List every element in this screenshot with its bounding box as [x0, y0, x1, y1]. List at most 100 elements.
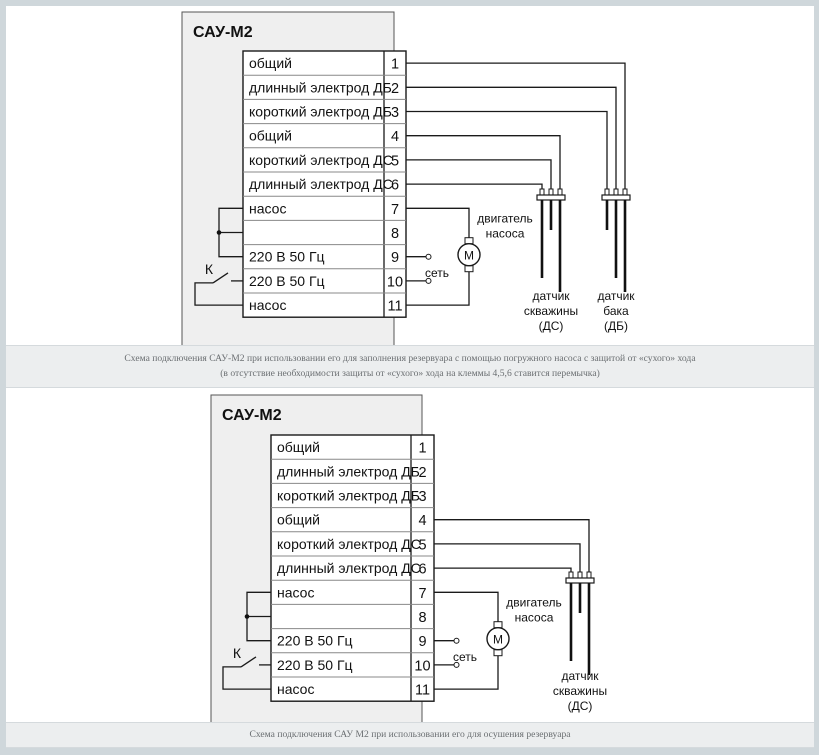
electrode-cap: [539, 188, 545, 196]
terminal-number: 1: [418, 441, 426, 457]
terminal-label: общий: [277, 439, 320, 455]
terminal-label: длинный электрод ДС: [249, 176, 393, 192]
motor-icon: [457, 242, 481, 267]
terminal-label: 220 В 50 Гц: [249, 273, 325, 289]
sensor-label: (ДБ): [604, 319, 628, 333]
terminal-number: 9: [391, 250, 399, 266]
sensor-wire: [406, 159, 552, 189]
motor-label: насоса: [515, 610, 554, 624]
electrode-cap: [586, 571, 592, 579]
mains-terminal: [453, 637, 460, 644]
sensor-label: датчик: [561, 669, 599, 683]
terminal-label: насос: [277, 681, 314, 697]
terminal-label: 220 В 50 Гц: [249, 249, 325, 265]
terminal-table: [242, 50, 407, 318]
terminal-number: 6: [418, 562, 426, 578]
electrode-cap: [568, 571, 574, 579]
sensor-wire: [434, 519, 590, 572]
terminal-number: 2: [391, 81, 399, 97]
terminal-number: 10: [414, 658, 430, 674]
terminal-label: длинный электрод ДБ: [277, 463, 420, 479]
terminal-label: насос: [249, 297, 286, 313]
sensor-label: (ДС): [539, 319, 564, 333]
junction-dot: [216, 230, 222, 235]
terminal-number: 3: [391, 105, 399, 121]
motor-symbol: М: [464, 249, 474, 263]
terminal-label: короткий электрод ДБ: [249, 104, 392, 120]
sensor-wire: [406, 110, 608, 189]
switch-icon: [240, 656, 257, 668]
electrode-cap: [548, 188, 554, 196]
motor-brush: [493, 621, 503, 629]
motor-label: двигатель: [477, 211, 533, 225]
switch-label: К: [205, 261, 214, 277]
motor-wire: [434, 591, 499, 622]
motor-icon: [486, 626, 510, 651]
sensor-label: датчик: [597, 289, 635, 303]
network-label: сеть: [453, 650, 477, 664]
motor-label: двигатель: [506, 595, 562, 609]
terminal-label: общий: [249, 55, 292, 71]
switch-wire: [222, 666, 271, 690]
terminal-number: 8: [391, 226, 399, 242]
terminal-label: короткий электрод ДС: [277, 536, 421, 552]
terminal-label: длинный электрод ДС: [277, 560, 421, 576]
sensor-wire: [406, 62, 626, 189]
terminal-number: 4: [418, 513, 426, 529]
terminal-label: общий: [249, 128, 292, 144]
terminal-number: 9: [418, 634, 426, 650]
terminal-number: 11: [387, 299, 402, 315]
terminal-number: 5: [391, 153, 399, 169]
caption-filling: Схема подключения САУ-М2 при использован…: [6, 345, 814, 388]
terminal-number: 1: [391, 57, 399, 73]
sensor-label: скважины: [524, 304, 578, 318]
switch-icon: [212, 272, 229, 284]
terminal-table: [270, 434, 435, 702]
terminal-number: 10: [387, 274, 403, 290]
sensor-holder: [536, 194, 566, 201]
terminal-label: общий: [277, 512, 320, 528]
terminal-number: 2: [418, 465, 426, 481]
terminal-number: 4: [391, 129, 399, 145]
terminal-label: насос: [249, 200, 286, 216]
caption-line: Схема подключения САУ-М2 при использован…: [124, 353, 696, 364]
terminal-label: 220 В 50 Гц: [277, 657, 353, 673]
sensor-wire: [434, 543, 581, 572]
electrode-cap: [604, 188, 610, 196]
mains-terminal: [425, 277, 432, 284]
motor-wire: [434, 655, 499, 690]
device-title: САУ-М2: [193, 24, 253, 41]
motor-brush: [464, 237, 474, 245]
electrode-cap: [577, 571, 583, 579]
network-label: сеть: [425, 266, 449, 280]
sensor-label: (ДС): [568, 699, 593, 713]
switch-wire: [194, 282, 243, 306]
motor-wire: [406, 271, 470, 306]
terminal-label: короткий электрод ДС: [249, 152, 393, 168]
electrode-cap: [622, 188, 628, 196]
terminal-number: 7: [418, 586, 426, 602]
terminal-label: длинный электрод ДБ: [249, 79, 392, 95]
sensor-label: бака: [603, 304, 629, 318]
terminal-label: насос: [277, 584, 314, 600]
caption-line: Схема подключения САУ М2 при использован…: [249, 729, 571, 740]
sensor-wire: [406, 135, 561, 189]
terminal-label: короткий электрод ДБ: [277, 488, 420, 504]
terminal-number: 7: [391, 202, 399, 218]
motor-brush: [464, 265, 474, 273]
terminal-number: 11: [415, 683, 430, 699]
sensor-wire: [406, 86, 617, 189]
terminal-number: 3: [418, 489, 426, 505]
sensor-wire: [434, 567, 572, 572]
caption-note: (в отсутствие необходимости защиты от «с…: [220, 367, 600, 379]
sensor-label: датчик: [532, 289, 570, 303]
terminal-number: 8: [418, 610, 426, 626]
caption-draining: Схема подключения САУ М2 при использован…: [6, 722, 814, 748]
switch-label: К: [233, 645, 242, 661]
sensor-holder: [565, 577, 595, 584]
